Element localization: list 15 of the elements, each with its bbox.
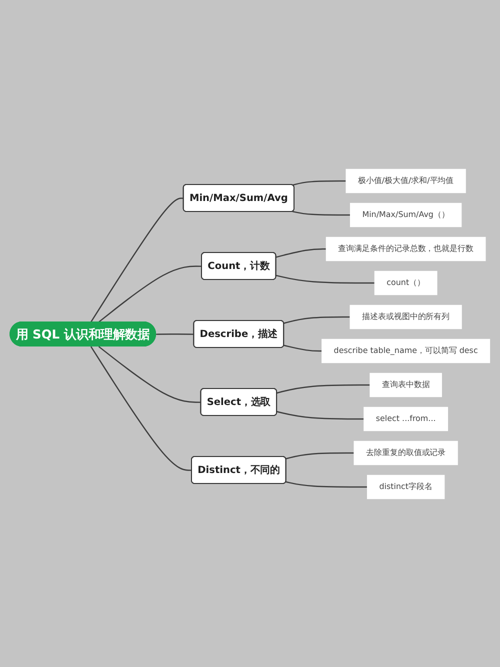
- connector: [284, 316, 350, 324]
- connector: [156, 332, 194, 334]
- connector: [90, 346, 192, 470]
- connector: [276, 410, 364, 420]
- connector: [284, 344, 322, 352]
- connector: [286, 480, 367, 488]
- connector: [98, 265, 202, 322]
- connector: [292, 210, 350, 216]
- connector: [292, 180, 346, 186]
- connector: [286, 452, 354, 459]
- connector: [98, 346, 202, 402]
- connector: [276, 384, 370, 394]
- connector: [90, 197, 184, 322]
- connector: [276, 274, 374, 284]
- connector: [276, 248, 326, 258]
